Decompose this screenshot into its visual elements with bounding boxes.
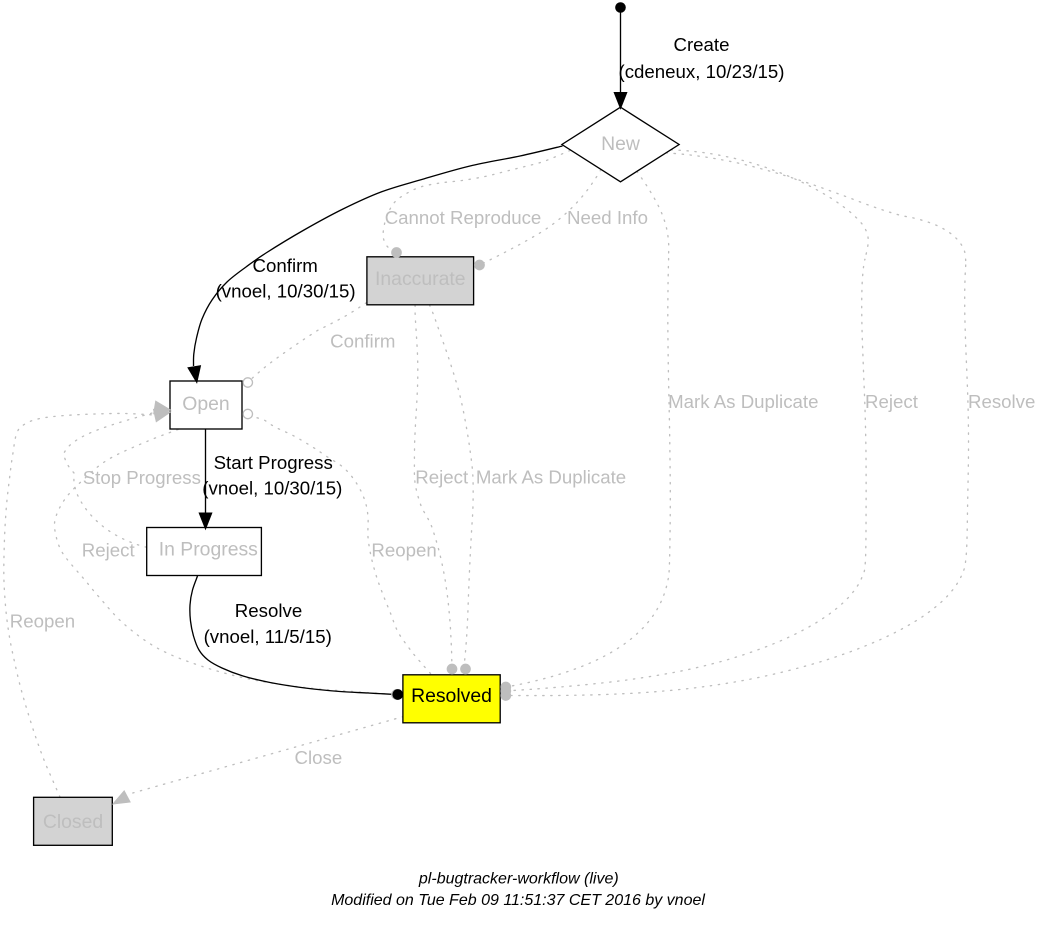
- svg-text:(vnoel, 10/30/15): (vnoel, 10/30/15): [216, 281, 356, 302]
- svg-text:Modified on Tue Feb 09 11:51:3: Modified on Tue Feb 09 11:51:37 CET 2016…: [331, 892, 705, 909]
- svg-text:Reject: Reject: [82, 539, 136, 560]
- svg-text:Stop Progress: Stop Progress: [83, 467, 201, 488]
- svg-text:Reject: Reject: [415, 467, 469, 488]
- svg-text:Resolved: Resolved: [411, 685, 492, 707]
- svg-text:Open: Open: [182, 393, 229, 415]
- svg-text:Cannot Reproduce: Cannot Reproduce: [385, 207, 542, 228]
- svg-text:Need Info: Need Info: [567, 207, 648, 228]
- svg-text:Inaccurate: Inaccurate: [375, 268, 466, 290]
- svg-text:Start Progress: Start Progress: [214, 452, 333, 473]
- svg-text:Reopen: Reopen: [371, 539, 436, 560]
- svg-text:Reopen: Reopen: [10, 611, 75, 632]
- svg-text:Confirm: Confirm: [330, 331, 395, 352]
- svg-text:(vnoel, 10/30/15): (vnoel, 10/30/15): [202, 477, 342, 498]
- svg-text:Confirm: Confirm: [253, 255, 318, 276]
- svg-text:(vnoel, 11/5/15): (vnoel, 11/5/15): [204, 626, 332, 647]
- svg-text:In Progress: In Progress: [159, 539, 258, 561]
- svg-text:pl-bugtracker-workflow (live): pl-bugtracker-workflow (live): [418, 871, 619, 888]
- svg-text:Reject: Reject: [865, 391, 919, 412]
- svg-text:Resolve: Resolve: [235, 600, 302, 621]
- svg-text:Mark As Duplicate: Mark As Duplicate: [668, 391, 818, 412]
- svg-text:Mark As Duplicate: Mark As Duplicate: [476, 467, 626, 488]
- svg-text:(cdeneux, 10/23/15): (cdeneux, 10/23/15): [619, 61, 785, 82]
- svg-text:Closed: Closed: [43, 811, 103, 833]
- svg-text:Resolve: Resolve: [968, 391, 1035, 412]
- svg-text:Create: Create: [674, 34, 730, 55]
- svg-text:New: New: [601, 133, 641, 155]
- svg-text:Close: Close: [295, 747, 343, 768]
